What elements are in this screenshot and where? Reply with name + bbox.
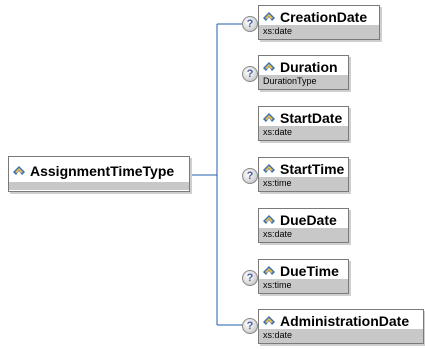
element-type: xs:time	[259, 279, 348, 293]
optional-marker-icon: ?	[242, 16, 258, 32]
element-type: DurationType	[259, 75, 348, 89]
child-element-starttime[interactable]: StartTime xs:time	[258, 157, 349, 192]
element-name: StartDate	[280, 109, 343, 126]
child-element-duetime[interactable]: DueTime xs:time	[258, 259, 349, 294]
optional-marker-icon: ?	[242, 270, 258, 286]
root-type-bar	[9, 182, 189, 190]
root-element-node[interactable]: AssignmentTimeType	[8, 156, 190, 192]
root-element-name: AssignmentTimeType	[30, 163, 175, 179]
element-icon	[13, 166, 25, 176]
element-type: xs:date	[259, 25, 379, 39]
child-element-duedate[interactable]: DueDate xs:date	[258, 208, 349, 243]
child-element-startdate[interactable]: StartDate xs:date	[258, 106, 349, 141]
element-icon	[263, 163, 275, 174]
child-element-creationdate[interactable]: CreationDate xs:date	[258, 5, 380, 40]
element-name: CreationDate	[280, 8, 368, 25]
element-icon	[263, 61, 275, 72]
element-name: DueTime	[280, 262, 339, 279]
element-type: xs:date	[259, 126, 348, 140]
element-name: Duration	[280, 58, 338, 75]
optional-marker-icon: ?	[242, 318, 258, 334]
element-icon	[263, 214, 275, 225]
optional-marker-icon: ?	[242, 66, 258, 82]
element-type: xs:date	[259, 228, 348, 242]
child-element-administrationdate[interactable]: AdministrationDate xs:date	[258, 309, 424, 344]
element-type: xs:date	[259, 329, 423, 343]
optional-marker-icon: ?	[242, 168, 258, 184]
element-icon	[263, 112, 275, 123]
element-icon	[263, 11, 275, 22]
element-type: xs:time	[259, 177, 348, 191]
element-name: AdministrationDate	[280, 312, 410, 329]
element-icon	[263, 265, 275, 276]
element-icon	[263, 315, 275, 326]
element-name: DueDate	[280, 211, 337, 228]
element-name: StartTime	[280, 160, 345, 177]
child-element-duration[interactable]: Duration DurationType	[258, 55, 349, 90]
